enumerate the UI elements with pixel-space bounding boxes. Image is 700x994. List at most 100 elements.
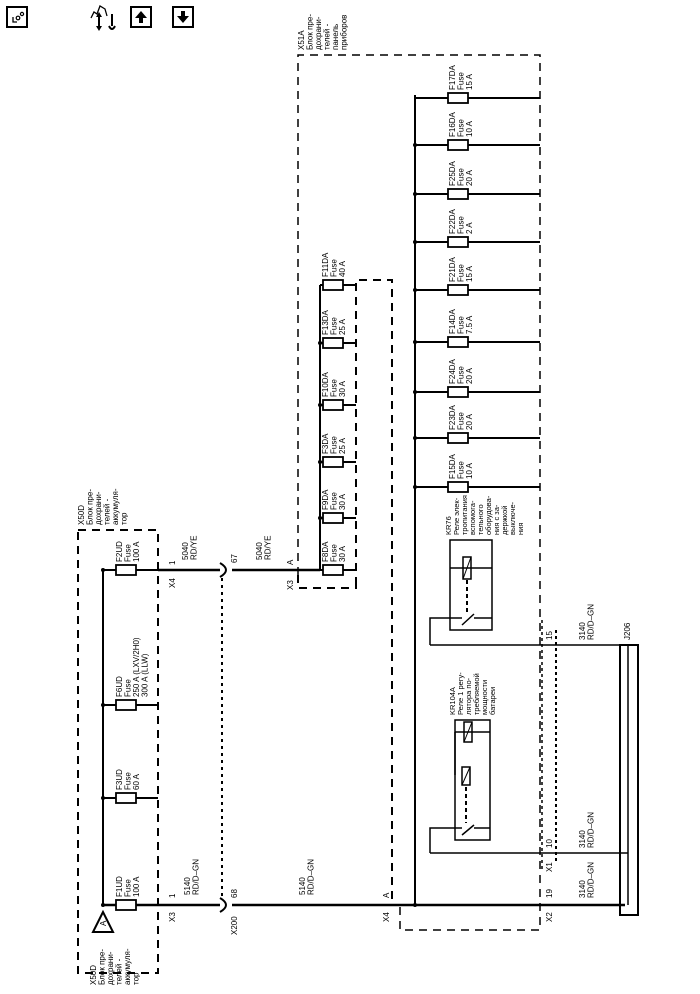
ground-label: A: [99, 920, 108, 926]
junction-dot: [413, 390, 417, 394]
x51a-inner-outline: [355, 279, 393, 905]
fuse-f21da: [447, 284, 469, 296]
wire-label-5040-b: 5040RD/YE: [255, 536, 273, 560]
connector-x2-label: X2: [545, 912, 554, 922]
fuse-f10da: [322, 399, 344, 411]
fuse-label-f9da: F9DAFuse30 A: [321, 489, 347, 510]
connector-x200-label: X200: [230, 916, 239, 935]
fuse-f3ud: [115, 792, 137, 804]
fuse-f23da: [447, 432, 469, 444]
x51a-block-outline: [297, 54, 541, 931]
connector-x4a-label: X4: [382, 912, 391, 922]
junction-dot: [101, 568, 105, 572]
kr104a-relay: [454, 719, 491, 841]
fuse-label-f3da: F3DAFuse25 A: [321, 433, 347, 454]
connector-x3-pin: 1: [168, 893, 177, 898]
junction-dot: [318, 516, 322, 520]
connector-x1-pin10: 10: [545, 839, 554, 848]
fuse-f24da: [447, 386, 469, 398]
fuse-f1ud: [115, 899, 137, 911]
kr76-label: KR76Реле элек-тропитаниявспомога-тельног…: [444, 495, 525, 535]
connector-j206-label: J206: [623, 622, 632, 640]
page-up-button[interactable]: [130, 6, 152, 28]
junction-dot: [318, 403, 322, 407]
arrow-up-icon: [135, 11, 147, 23]
fuse-label-f23da: F23DAFuse20 A: [448, 404, 474, 430]
junction-dot: [413, 240, 417, 244]
fuse-label-f24da: F24DAFuse20 A: [448, 358, 474, 384]
fuse-label-f3ud: F3UDFuse60 A: [115, 769, 141, 790]
connector-tools-button[interactable]: [88, 4, 118, 32]
junction-dot: [413, 485, 417, 489]
junction-dot: [318, 341, 322, 345]
connector-x2-pin19: 19: [545, 889, 554, 898]
junction-dot: [101, 703, 105, 707]
connector-x1-pin15: 15: [545, 631, 554, 640]
fuse-label-f17da: F17DAFuse15 A: [448, 64, 474, 90]
wire-label-5140-a: 5140RD/D–GN: [183, 859, 201, 895]
location-button[interactable]: [6, 6, 28, 28]
fuse-f15da: [447, 481, 469, 493]
fuse-f25da: [447, 188, 469, 200]
fuse-f3da: [322, 456, 344, 468]
wire-label-3140-top: 3140RD/D–GN: [578, 604, 596, 640]
x50d-block-outline: [77, 529, 159, 974]
junction-dot: [101, 903, 105, 907]
fuse-f8da: [322, 564, 344, 576]
x50d-block-label: X50DБлок пре-дохрани-телей -аккумуля-тор: [77, 488, 129, 525]
fuse-f6ud: [115, 699, 137, 711]
wire-label-5140-b: 5140RD/D–GN: [298, 859, 316, 895]
fuse-label-f13da: F13DAFuse25 A: [321, 309, 347, 335]
junction-dot: [413, 143, 417, 147]
fuse-label-f14da: F14DAFuse7.5 A: [448, 308, 474, 334]
connector-x4-pin: 1: [168, 560, 177, 565]
connector-x200-pin68: 68: [230, 889, 239, 898]
junction-dot: [413, 288, 417, 292]
junction-dot: [101, 796, 105, 800]
wire-label-3140-mid: 3140RD/D–GN: [578, 812, 596, 848]
fuse-label-f16da: F16DAFuse10 A: [448, 111, 474, 137]
fuse-f11da: [322, 279, 344, 291]
fuse-label-f10da: F10DAFuse30 A: [321, 371, 347, 397]
junction-dot: [413, 436, 417, 440]
fuse-f22da: [447, 236, 469, 248]
fuse-f14da: [447, 336, 469, 348]
fuse-f2ud: [115, 564, 137, 576]
connector-x4-label: X4: [168, 578, 177, 588]
kr104a-label: KR104AРеле 1 регу-лятора по-требляемоймо…: [448, 672, 497, 715]
fuse-f13da: [322, 337, 344, 349]
x50d-bottom-label: X50DБлок пре-дохрани-телей -аккумуля-тор: [89, 948, 141, 985]
connector-x1-label: X1: [545, 862, 554, 872]
fuse-label-f22da: F22DAFuse2 A: [448, 208, 474, 234]
junction-dot: [413, 192, 417, 196]
fuse-label-f1ud: F1UDFuse100 A: [115, 876, 141, 897]
kr76-relay: [449, 539, 493, 631]
j206-splice: [619, 644, 639, 916]
fuse-label-f2ud: F2UDFuse100 A: [115, 541, 141, 562]
location-icon: [12, 11, 25, 23]
fuse-label-f21da: F21DAFuse15 A: [448, 256, 474, 282]
connector-x3a-label: X3: [286, 580, 295, 590]
junction-dot: [413, 340, 417, 344]
fuse-label-f11da: F11DAFuse40 A: [321, 252, 347, 277]
wire-label-5040-a: 5040RD/YE: [181, 536, 199, 560]
ground-symbol: [91, 909, 115, 933]
fuse-label-f15da: F15DAFuse10 A: [448, 453, 474, 479]
x51a-block-label: X51AБлок пре-дохрани-телей -панельприбор…: [297, 14, 349, 50]
arrow-down-icon: [177, 11, 189, 23]
fuse-label-f8da: F8DAFuse30 A: [321, 541, 347, 562]
fuse-label-f6ud: F6UDFuse250 A (LXV/2H0)300 A (LLW): [115, 637, 150, 697]
connector-x3-label: X3: [168, 912, 177, 922]
fuse-f17da: [447, 92, 469, 104]
junction-dot: [413, 903, 417, 907]
connector-x4a-pin: A: [382, 892, 391, 898]
page-down-button[interactable]: [172, 6, 194, 28]
wire-label-3140-bot: 3140RD/D–GN: [578, 862, 596, 898]
fuse-f9da: [322, 512, 344, 524]
fuse-f16da: [447, 139, 469, 151]
connector-tools-icon: [90, 5, 116, 31]
fuse-label-f25da: F25DAFuse20 A: [448, 160, 474, 186]
connector-x200-pin67: 67: [230, 554, 239, 563]
junction-dot: [318, 460, 322, 464]
